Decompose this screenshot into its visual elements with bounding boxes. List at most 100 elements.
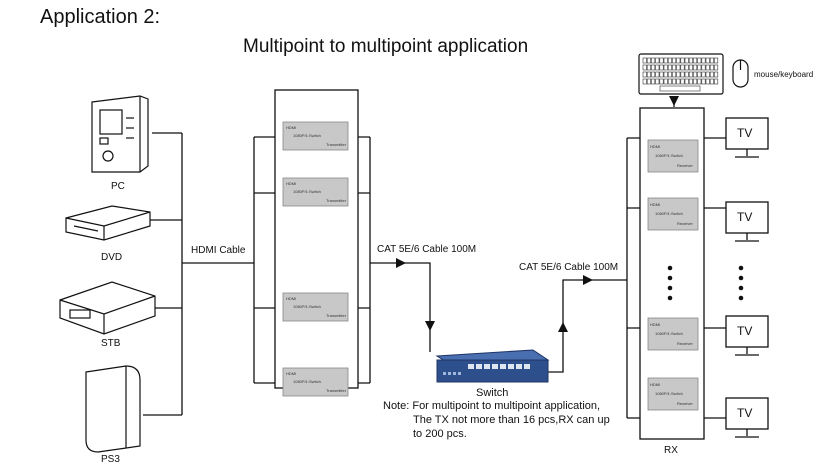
game-console-icon <box>85 365 141 453</box>
keyboard-key <box>651 71 656 78</box>
cat-cable-tx-label: CAT 5E/6 Cable 100M <box>377 244 477 255</box>
keyboard-key <box>697 57 702 64</box>
keyboard-key <box>701 57 706 64</box>
keyboard-key <box>680 57 685 64</box>
keyboard-key <box>659 64 664 71</box>
keyboard-key <box>680 64 685 71</box>
keyboard-key <box>655 57 660 64</box>
tx-module-role: Transmitter <box>326 142 347 147</box>
tv-label: TV <box>737 406 753 420</box>
arrow-right-icon <box>396 258 406 268</box>
tv-icon <box>725 117 769 158</box>
keyboard-key <box>701 71 706 78</box>
cat-link-to-switch <box>370 262 431 352</box>
keyboard-key <box>646 78 651 85</box>
cat-cable-rx-label: CAT 5E/6 Cable 100M <box>519 262 619 273</box>
rx-module-role: Receiver <box>677 163 693 168</box>
pc-tower-icon <box>91 95 149 173</box>
note-line-1: Note: For multipoint to multipoint appli… <box>383 400 601 412</box>
keyboard-key <box>688 57 693 64</box>
arrow-right-icon <box>583 275 593 285</box>
rx-module <box>647 317 699 351</box>
tx-module-model: 1080P/1:Switch <box>293 133 321 138</box>
keyboard-key <box>676 57 681 64</box>
rx-module-brand: HDMI <box>650 202 661 207</box>
keyboard-key <box>705 78 710 85</box>
rx-label: RX <box>664 445 678 456</box>
keyboard-key <box>642 64 647 71</box>
keyboard-key <box>709 64 714 71</box>
keyboard-key <box>667 57 672 64</box>
keyboard-key <box>705 64 710 71</box>
keyboard-key <box>705 57 710 64</box>
keyboard-key <box>697 78 702 85</box>
hdmi-cable-label: HDMI Cable <box>191 245 246 256</box>
keyboard-key <box>659 78 664 85</box>
rx-module-role: Receiver <box>677 221 693 226</box>
keyboard-key <box>705 71 710 78</box>
keyboard-key <box>701 64 706 71</box>
keyboard-key <box>693 64 698 71</box>
tv-icon <box>725 201 769 242</box>
keyboard-key <box>676 64 681 71</box>
keyboard-key <box>688 71 693 78</box>
keyboard-key <box>663 71 668 78</box>
switch-label: Switch <box>476 387 509 399</box>
rx-module-model: 1080P/1:Switch <box>655 211 683 216</box>
tx-module-brand: HDMI <box>286 296 297 301</box>
rx-module-brand: HDMI <box>650 322 661 327</box>
tx-module-brand: HDMI <box>286 125 297 130</box>
note-line-2: The TX not more than 16 pcs,RX can up <box>413 414 610 426</box>
keyboard-key <box>672 78 677 85</box>
keyboard-key <box>688 78 693 85</box>
rx-module <box>647 197 699 231</box>
tx-module-role: Transmitter <box>326 198 347 203</box>
ps3-label: PS3 <box>101 454 120 465</box>
keyboard-key <box>684 64 689 71</box>
keyboard-key <box>676 71 681 78</box>
set-top-box-icon <box>59 281 156 335</box>
keyboard-key <box>646 64 651 71</box>
tx-module-role: Transmitter <box>326 313 347 318</box>
keyboard-key <box>697 71 702 78</box>
note-line-3: to 200 pcs. <box>413 428 467 440</box>
rx-module-role: Receiver <box>677 341 693 346</box>
stb-label: STB <box>101 338 121 349</box>
dvd-player-icon <box>65 205 151 241</box>
keyboard-key <box>701 78 706 85</box>
mouse-keyboard-label: mouse/keyboard <box>754 70 814 79</box>
keyboard-key <box>693 71 698 78</box>
keyboard-key <box>714 71 719 78</box>
keyboard-key <box>651 57 656 64</box>
keyboard-key <box>659 71 664 78</box>
arrow-down-icon <box>425 321 435 331</box>
tx-module-brand: HDMI <box>286 371 297 376</box>
mouse-icon <box>732 59 749 88</box>
tx-module <box>282 121 349 151</box>
arrow-up-icon <box>558 322 568 332</box>
keyboard-key <box>684 71 689 78</box>
keyboard-key <box>642 57 647 64</box>
rx-module <box>647 139 699 173</box>
keyboard-key <box>672 64 677 71</box>
tx-module <box>282 177 349 207</box>
rx-module-brand: HDMI <box>650 382 661 387</box>
keyboard-key <box>680 71 685 78</box>
keyboard-key <box>697 64 702 71</box>
keyboard-key <box>709 71 714 78</box>
dvd-label: DVD <box>101 252 123 263</box>
cat-link-to-rx <box>548 279 627 373</box>
keyboard-icon <box>638 53 724 95</box>
keyboard-key <box>688 64 693 71</box>
ellipsis-dots <box>667 265 744 301</box>
keyboard-key <box>663 64 668 71</box>
tx-module-brand: HDMI <box>286 181 297 186</box>
keyboard-key <box>709 78 714 85</box>
keyboard-key <box>646 57 651 64</box>
keyboard-key <box>714 57 719 64</box>
keyboard-key <box>709 57 714 64</box>
rx-module-model: 1080P/1:Switch <box>655 153 683 158</box>
tx-module <box>282 292 349 322</box>
keyboard-key <box>651 78 656 85</box>
